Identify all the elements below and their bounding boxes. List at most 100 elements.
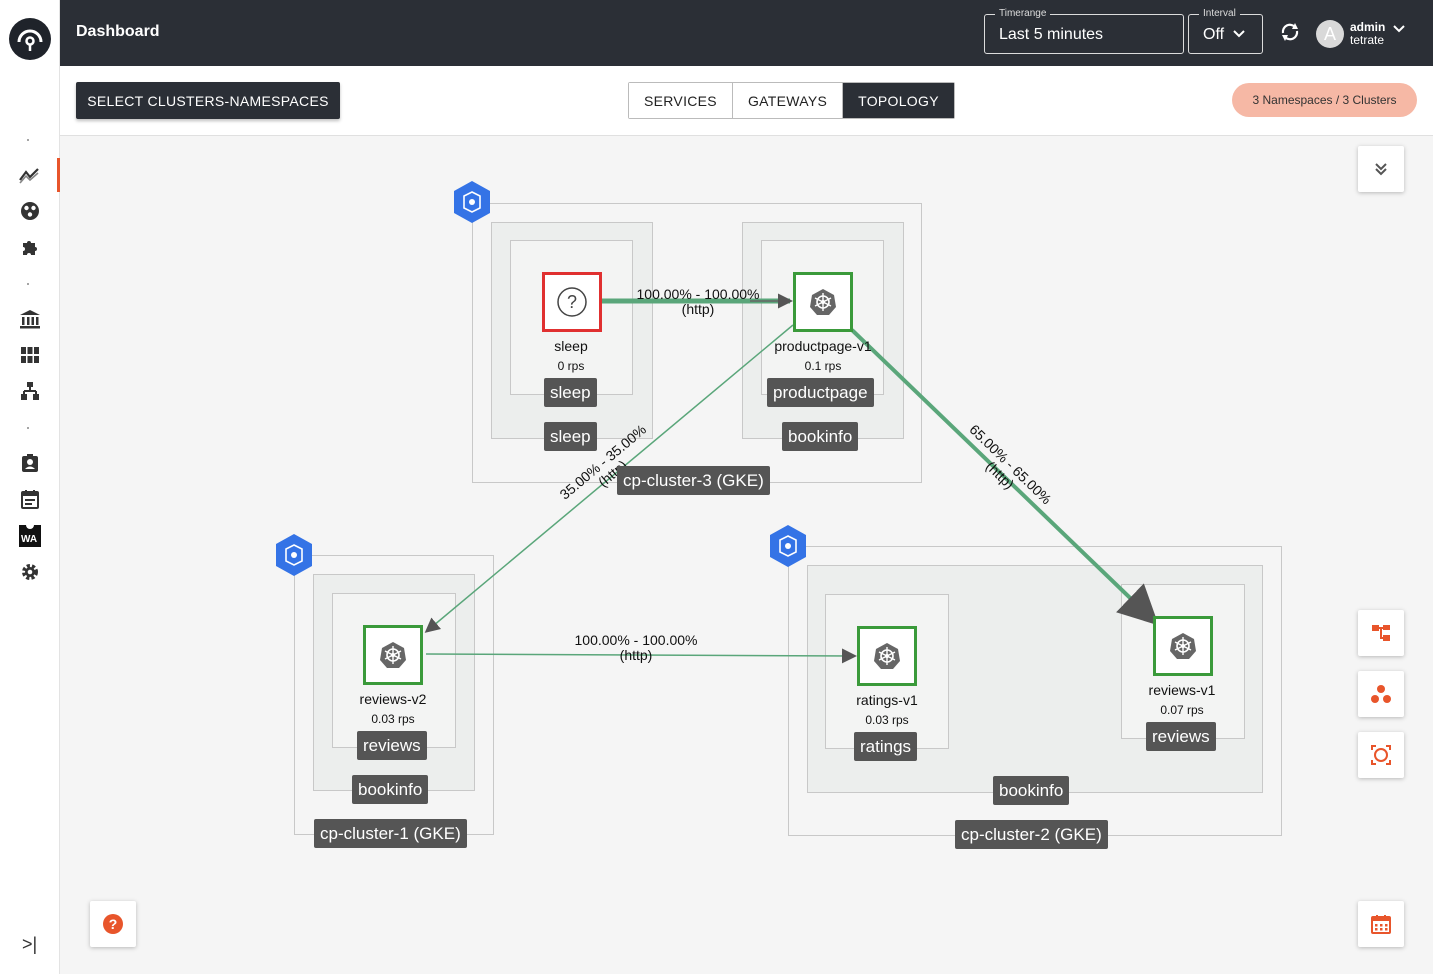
edge-productpage-reviews-v1[interactable] [850, 328, 1159, 626]
sidebar-item-wasm[interactable]: WA [0, 519, 60, 553]
sidebar-item-settings[interactable] [0, 555, 60, 589]
cluster-hex-icon[interactable] [452, 180, 492, 224]
collapse-panel-button[interactable] [1358, 146, 1404, 192]
cluster-chip-cp-cluster-1[interactable]: cp-cluster-1 (GKE) [314, 819, 467, 848]
layout-tree-button[interactable] [1358, 610, 1404, 656]
fit-screen-icon [1371, 745, 1391, 765]
node-rps: 0 rps [557, 359, 585, 373]
chevron-down-icon [1233, 30, 1245, 38]
sidebar-item-schedule[interactable] [0, 482, 60, 516]
service-chip-reviews[interactable]: reviews [1146, 722, 1216, 751]
cluster-chip-cp-cluster-3[interactable]: cp-cluster-3 (GKE) [617, 466, 770, 495]
node-rps: 0.03 rps [371, 712, 415, 726]
help-button[interactable]: ? [90, 901, 136, 947]
kubernetes-icon [380, 642, 406, 668]
fit-to-screen-button[interactable] [1358, 732, 1404, 778]
cluster-hex-icon[interactable] [274, 533, 314, 577]
sidebar-item-dashboard[interactable] [0, 158, 60, 192]
workload-node-productpage-v1[interactable] [793, 272, 853, 332]
service-chip-ratings[interactable]: ratings [854, 732, 918, 761]
namespace-cluster-badge[interactable]: 3 Namespaces / 3 Clusters [1232, 83, 1417, 117]
tab-gateways[interactable]: GATEWAYS [732, 83, 844, 118]
cluster-hex-icon[interactable] [768, 524, 808, 568]
node-name: sleep [554, 338, 588, 354]
toolbar: SELECT CLUSTERS-NAMESPACES SERVICES GATE… [60, 66, 1433, 136]
timerange-label: Timerange [995, 8, 1051, 19]
edge-productpage-reviews-v2[interactable] [424, 324, 794, 633]
svg-text:?: ? [109, 916, 118, 932]
calendar-button[interactable] [1358, 901, 1404, 947]
timerange-value: Last 5 minutes [999, 26, 1104, 43]
sidebar-separator [27, 427, 29, 429]
interval-value: Off [1203, 26, 1225, 43]
refresh-button[interactable] [1278, 20, 1302, 44]
node-name: productpage-v1 [774, 338, 872, 354]
edge-percent: 100.00% - 100.00% [574, 632, 698, 648]
globe-icon [21, 202, 39, 220]
edge-reviews-v2-ratings[interactable] [425, 648, 857, 664]
help-icon: ? [103, 914, 123, 934]
badge-icon [22, 454, 38, 472]
puzzle-icon [23, 241, 37, 255]
topology-edges [424, 293, 1159, 664]
user-org: tetrate [1350, 33, 1385, 47]
namespace-chip-sleep[interactable]: sleep [544, 422, 597, 451]
tab-topology[interactable]: TOPOLOGY [843, 83, 954, 118]
page-title: Dashboard [76, 23, 160, 40]
tetrate-logo[interactable] [9, 18, 51, 60]
sidebar-separator [27, 283, 29, 285]
workload-node-reviews-v1[interactable] [1153, 616, 1213, 676]
workload-node-ratings-v1[interactable] [857, 626, 917, 686]
cluster-dots-icon [1371, 685, 1391, 703]
refresh-icon [1281, 23, 1299, 41]
top-header: Dashboard Timerange Last 5 minutes Inter… [60, 0, 1433, 66]
sidebar-item-workspaces[interactable] [0, 338, 60, 372]
namespace-chip-bookinfo[interactable]: bookinfo [782, 422, 859, 451]
sidebar-item-hierarchy[interactable] [0, 374, 60, 408]
edge-percent: 100.00% - 100.00% [636, 286, 760, 302]
calendar-icon [21, 490, 39, 509]
bank-icon [20, 310, 40, 329]
unknown-question-icon: ? [557, 287, 587, 317]
node-rps: 0.03 rps [865, 713, 909, 727]
avatar[interactable]: A [1316, 20, 1344, 48]
workload-node-reviews-v2[interactable] [363, 625, 423, 685]
svg-text:?: ? [567, 292, 577, 312]
kubernetes-icon [874, 643, 900, 669]
wa-text: WA [21, 534, 38, 545]
cluster-chip-cp-cluster-2[interactable]: cp-cluster-2 (GKE) [955, 820, 1108, 849]
service-chip-sleep[interactable]: sleep [544, 378, 597, 407]
timerange-select[interactable]: Timerange Last 5 minutes [984, 8, 1184, 54]
collapse-sidebar-button[interactable]: >| [22, 934, 38, 954]
double-chevron-down-icon [1375, 163, 1387, 176]
service-chip-productpage[interactable]: productpage [767, 378, 874, 407]
grid-icon [21, 347, 39, 363]
chevron-down-icon[interactable] [1393, 24, 1405, 34]
layout-cluster-button[interactable] [1358, 671, 1404, 717]
user-menu[interactable]: admin tetrate [1350, 21, 1385, 47]
wa-icon: WA [19, 524, 41, 547]
service-chip-reviews[interactable]: reviews [357, 731, 427, 760]
interval-select[interactable]: Interval Off [1188, 8, 1263, 54]
edge-label-reviews-v2-ratings: 100.00% - 100.00% (http) [568, 633, 704, 663]
workload-node-sleep[interactable]: ? [542, 272, 602, 332]
sidebar-item-users[interactable] [0, 446, 60, 480]
node-rps: 0.07 rps [1160, 703, 1204, 717]
kubernetes-icon [1170, 633, 1196, 659]
namespace-chip-bookinfo[interactable]: bookinfo [352, 775, 429, 804]
tab-services[interactable]: SERVICES [629, 83, 733, 118]
sidebar-item-global[interactable] [0, 194, 60, 228]
sidebar-item-organization[interactable] [0, 302, 60, 336]
edge-protocol: (http) [619, 647, 653, 663]
sidebar: WA >| [0, 0, 60, 974]
topology-canvas[interactable]: 100.00% - 100.00% (http) 100.00% - 100.0… [60, 137, 1433, 974]
namespace-chip-bookinfo[interactable]: bookinfo [993, 776, 1070, 805]
edge-protocol: (http) [681, 301, 715, 317]
calendar-icon [1371, 915, 1391, 934]
sidebar-item-extensions[interactable] [0, 230, 60, 264]
view-tabs: SERVICES GATEWAYS TOPOLOGY [628, 82, 955, 119]
select-clusters-namespaces-button[interactable]: SELECT CLUSTERS-NAMESPACES [76, 82, 340, 119]
node-name: reviews-v2 [359, 691, 427, 707]
interval-label: Interval [1199, 8, 1240, 19]
activity-icon [18, 168, 39, 184]
